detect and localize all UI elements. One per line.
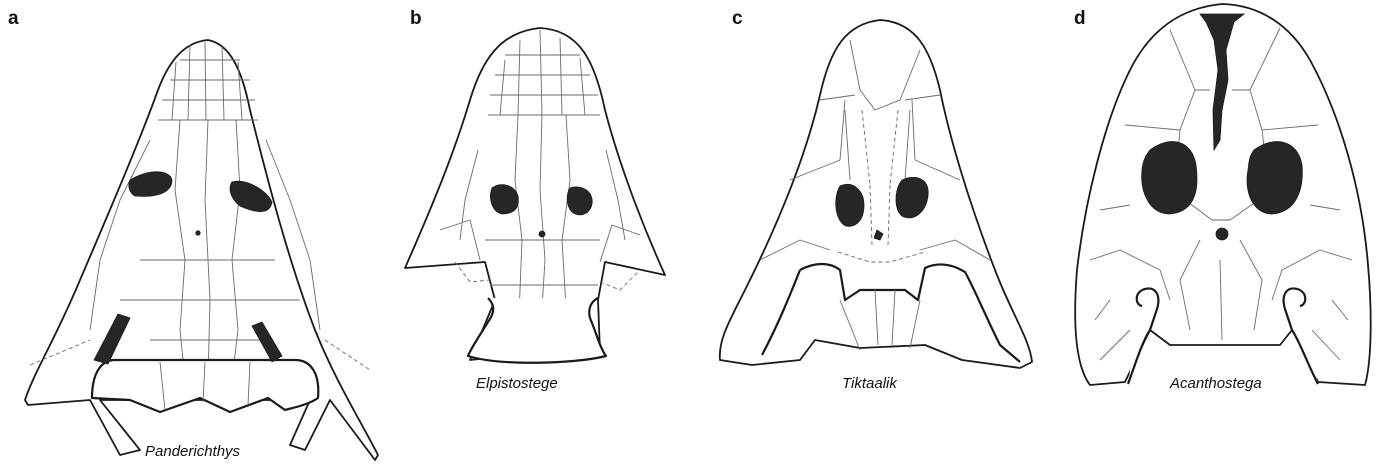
panderichthys-skull <box>25 40 378 460</box>
panel-b: b Elpistostege <box>405 8 665 392</box>
species-label-c: Tiktaalik <box>842 375 898 392</box>
species-label-a: Panderichthys <box>145 443 241 460</box>
panel-d-label: d <box>1074 8 1086 29</box>
skull-c-left-orbit <box>836 184 864 226</box>
panel-d: d Acanthostega <box>1074 4 1371 392</box>
skull-b-pineal <box>539 231 545 237</box>
tiktaalik-skull <box>720 20 1032 368</box>
panel-b-label: b <box>410 8 422 29</box>
acanthostega-skull <box>1075 4 1370 385</box>
panel-a-label: a <box>8 8 19 29</box>
panel-c-label: c <box>732 8 743 29</box>
skull-a-pineal <box>196 231 200 235</box>
elpistostege-skull <box>405 28 665 363</box>
species-label-d: Acanthostega <box>1169 375 1262 392</box>
panel-a: a Panderichthys <box>8 8 378 460</box>
skull-b-left-orbit <box>490 185 518 214</box>
species-label-b: Elpistostege <box>476 375 558 392</box>
skull-d-left-orbit <box>1142 142 1197 214</box>
skull-d-pineal <box>1216 228 1228 240</box>
panel-c: c Tiktaalik <box>720 8 1032 392</box>
skull-b-posterior-region <box>468 298 606 363</box>
